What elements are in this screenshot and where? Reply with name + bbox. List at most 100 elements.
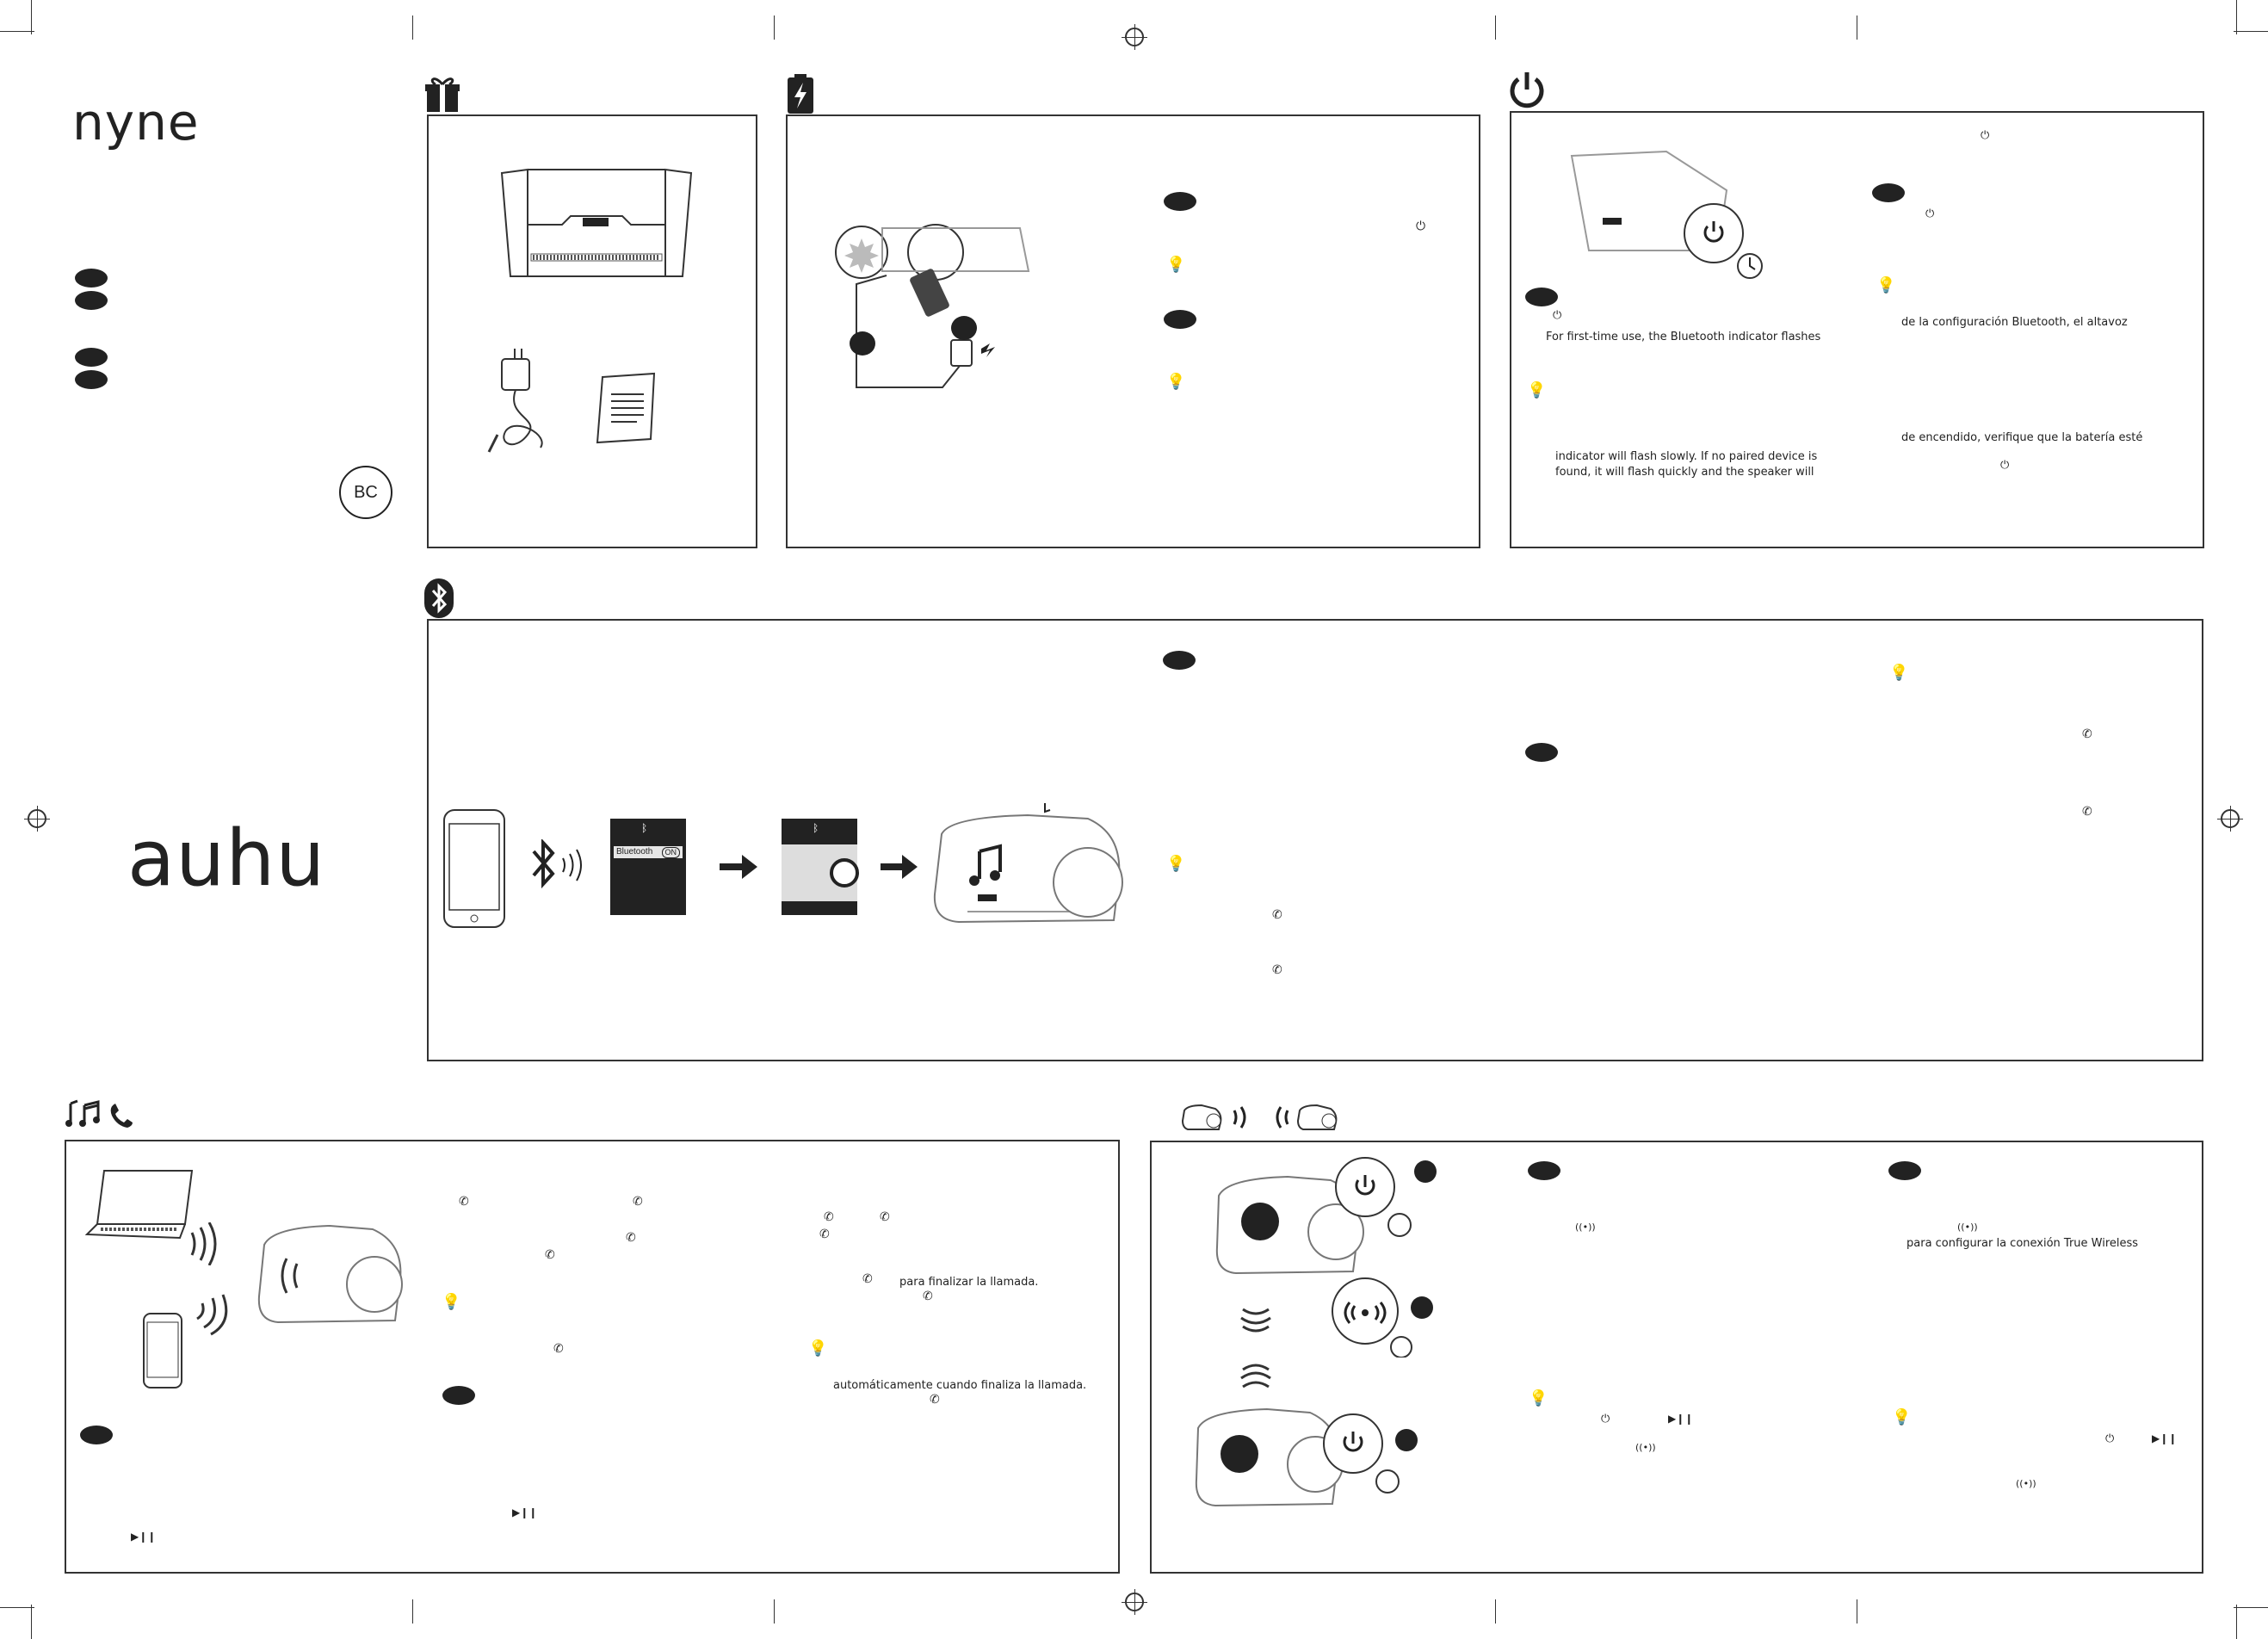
call-icon: ✆ (930, 1393, 940, 1407)
step-arrow (881, 863, 905, 870)
bluetooth-icon: ᛒ (641, 822, 648, 834)
fold-mark (774, 1599, 775, 1624)
phone-search-screen: ᛒ (782, 819, 859, 915)
language-badge (75, 269, 108, 288)
fold-mark (1495, 1599, 1496, 1624)
charging-illustration (831, 211, 1072, 430)
call-icon: ✆ (2082, 727, 2092, 741)
power-instruction: indicator will flash slowly. If no paire… (1555, 450, 1818, 463)
registration-mark (24, 806, 50, 832)
crop-mark (0, 31, 34, 32)
call-icon: ✆ (880, 1210, 890, 1224)
signal-waves-icon (187, 1222, 221, 1270)
speaker-music-illustration (924, 800, 1128, 942)
registration-mark (1122, 1589, 1147, 1615)
language-badge (75, 291, 108, 310)
call-icon: ✆ (633, 1195, 643, 1209)
bluetooth-icon: ᛒ (813, 822, 819, 834)
charger-illustration (480, 340, 558, 465)
step-badge (951, 316, 977, 340)
lightbulb-tip-icon: 💡 (1166, 256, 1186, 274)
power-icon (1508, 69, 1546, 116)
speaker-illustration (252, 1219, 407, 1335)
battery-charge-icon (786, 74, 815, 118)
call-instruction-es: automáticamente cuando finaliza la llama… (833, 1379, 1087, 1392)
registration-mark (1122, 24, 1147, 50)
crop-mark (2234, 1607, 2268, 1608)
brand-logo: nyne (72, 93, 200, 152)
signal-waves-icon (194, 1293, 228, 1340)
call-icon: ✆ (553, 1342, 564, 1356)
call-icon: ✆ (1272, 908, 1282, 922)
power-panel: ⏻ For first-time use, the Bluetooth indi… (1510, 111, 2204, 548)
language-badge (1888, 1161, 1921, 1180)
lightbulb-tip-icon: 💡 (442, 1293, 461, 1311)
tws-speaker-top-illustration (1210, 1153, 1443, 1286)
language-badge (1525, 743, 1558, 762)
power-icon: ⏻ (1981, 129, 1990, 142)
bluetooth-signal-icon (530, 838, 592, 895)
call-icon: ✆ (819, 1228, 830, 1241)
language-badge (75, 370, 108, 389)
step-arrow-head (742, 855, 757, 879)
bluetooth-icon (424, 578, 454, 622)
language-badge (1164, 310, 1196, 329)
search-icon (830, 858, 859, 888)
tws-icon: ((•)) (1635, 1442, 1656, 1453)
phone-settings-screen: ᛒ Bluetooth ON (610, 819, 686, 915)
crop-mark (31, 1605, 32, 1639)
language-badge (1163, 651, 1196, 670)
smartphone-illustration (442, 808, 506, 933)
step-arrow-head (902, 855, 918, 879)
call-icon: ✆ (545, 1248, 555, 1262)
bc-mark: BC (339, 466, 392, 519)
call-icon: ✆ (2082, 805, 2092, 819)
registration-mark (2217, 806, 2243, 832)
power-icon: ⏻ (1925, 207, 1935, 220)
lightbulb-tip-icon: 💡 (1166, 855, 1186, 873)
tws-instruction-es: para configurar la conexión True Wireles… (1906, 1237, 2139, 1250)
music-phone-icon (65, 1098, 134, 1137)
power-icon: ⏻ (1553, 309, 1562, 322)
step-arrow (720, 863, 744, 870)
tws-button-illustration (1322, 1271, 1443, 1362)
language-badge (1525, 288, 1558, 306)
language-badge (1528, 1161, 1560, 1180)
tws-speaker-bottom-illustration (1190, 1399, 1422, 1515)
tws-waves-icon (1234, 1302, 1277, 1410)
crop-mark (2236, 1605, 2237, 1639)
power-instruction-es: de encendido, verifique que la batería e… (1901, 431, 2143, 444)
lightbulb-tip-icon: 💡 (1876, 276, 1896, 294)
play-pause-icon: ▶❙❙ (2152, 1432, 2178, 1444)
play-pause-icon: ▶❙❙ (512, 1506, 538, 1518)
lightbulb-tip-icon: 💡 (808, 1339, 828, 1358)
step-badge (850, 331, 875, 356)
true-wireless-panel: ((•)) 💡 ⏻ ▶❙❙ ((•)) ((•)) para configura… (1150, 1141, 2203, 1574)
power-icon: ⏻ (1601, 1413, 1610, 1426)
crop-mark (31, 0, 32, 34)
language-badge (442, 1386, 475, 1405)
bluetooth-toggle-row: Bluetooth ON (614, 846, 683, 858)
language-badge (80, 1426, 113, 1444)
music-calls-panel: ▶❙❙ ✆ ✆ ✆ ✆ 💡 ✆ ▶❙❙ ✆ ✆ ✆ ✆ para finaliz… (65, 1140, 1120, 1574)
call-icon: ✆ (824, 1210, 834, 1224)
lightbulb-tip-icon: 💡 (1527, 381, 1547, 399)
tws-icon: ((•)) (1957, 1222, 1978, 1233)
bluetooth-label: Bluetooth (616, 847, 653, 857)
power-icon: ⏻ (2105, 1432, 2115, 1445)
power-icon: ⏻ (1416, 220, 1426, 233)
smartphone-illustration (142, 1312, 183, 1394)
fold-mark (774, 15, 775, 40)
product-name: auhu (127, 813, 326, 904)
power-icon: ⏻ (2000, 459, 2010, 472)
language-badge (1164, 192, 1196, 211)
tws-icon: ((•)) (1575, 1222, 1596, 1233)
language-badge (1872, 183, 1905, 202)
call-icon: ✆ (862, 1272, 873, 1286)
lightbulb-tip-icon: 💡 (1529, 1389, 1548, 1407)
call-instruction-es: para finalizar la llamada. (899, 1276, 1039, 1289)
crop-mark (2234, 31, 2268, 32)
lightbulb-tip-icon: 💡 (1166, 373, 1186, 391)
call-icon: ✆ (626, 1231, 636, 1245)
power-instruction: For first-time use, the Bluetooth indica… (1546, 331, 1821, 343)
